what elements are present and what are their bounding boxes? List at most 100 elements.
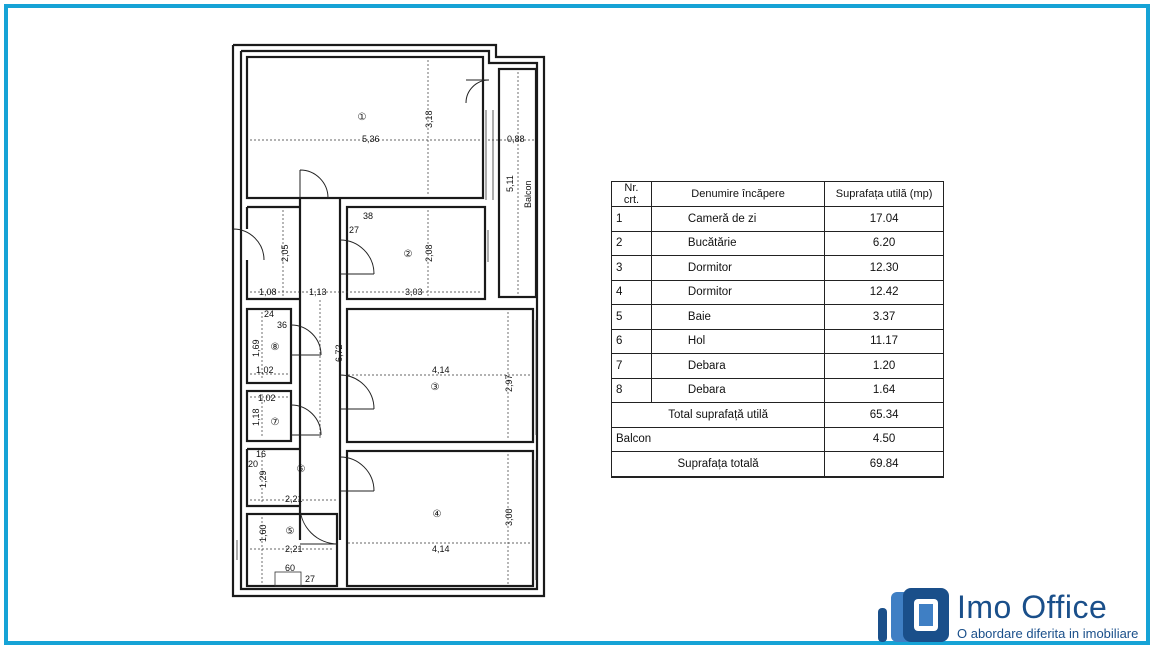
room-markers: ① ② ③ ④ ⑤ ⑥ ⑦ ⑧ — [271, 112, 442, 537]
logo-title: Imo Office — [957, 589, 1108, 625]
balcony-row: Balcon 4.50 — [610, 426, 944, 452]
row-nr: 7 — [611, 353, 652, 379]
dim-r8-b: 36 — [277, 320, 287, 330]
dim-corr-len: 6,72 — [334, 344, 344, 362]
dim-r5-b: 27 — [305, 574, 315, 584]
table-row: 3 Dormitor 12.30 — [611, 255, 944, 281]
table-row: 5 Baie 3.37 — [611, 304, 944, 330]
table-row: 1 Cameră de zi 17.04 — [611, 206, 944, 232]
table-row: 7 Debara 1.20 — [611, 353, 944, 379]
table-row: 8 Debara 1.64 — [611, 377, 944, 403]
row-area: 1.20 — [824, 353, 944, 379]
row-area: 17.04 — [824, 206, 944, 232]
row-nr: 2 — [611, 230, 652, 256]
room-4-number: ④ — [433, 509, 442, 520]
row-area: 1.64 — [824, 377, 944, 403]
row-name: Dormitor — [650, 255, 826, 281]
row-area: 12.30 — [824, 255, 944, 281]
outer-walls — [231, 43, 546, 598]
row-name: Debara — [650, 377, 826, 403]
total-label: Total suprafață utilă — [610, 402, 826, 428]
row-nr: 6 — [611, 328, 652, 354]
grand-total-row: Suprafața totală 69.84 — [610, 451, 944, 478]
row-nr: 1 — [611, 206, 652, 232]
logo-subtitle: O abordare diferita in imobiliare — [957, 626, 1139, 641]
room-6-number: ⑥ — [297, 464, 306, 475]
row-area: 3.37 — [824, 304, 944, 330]
dim-r4-h: 3,00 — [504, 508, 514, 526]
balcony-row-value: 4.50 — [824, 426, 944, 452]
dim-hall-h: 2,05 — [280, 244, 290, 262]
header-name: Denumire încăpere — [650, 181, 826, 207]
row-nr: 3 — [611, 255, 652, 281]
row-name: Debara — [650, 353, 826, 379]
row-nr: 8 — [611, 377, 652, 403]
dimension-lines — [250, 60, 536, 584]
room-1-number: ① — [358, 112, 367, 123]
dim-balc-h: 5,11 — [505, 175, 515, 192]
room-7-number: ⑦ — [271, 417, 280, 428]
room-2-number: ② — [404, 249, 413, 260]
row-area: 12.42 — [824, 279, 944, 305]
dim-r8-h: 1,69 — [251, 339, 261, 357]
header-area: Suprafața utilă (mp) — [824, 181, 944, 207]
total-value: 65.34 — [824, 402, 944, 428]
door-swings — [232, 79, 490, 545]
room-1-walls — [245, 55, 485, 200]
row-nr: 4 — [611, 279, 652, 305]
dim-r3-h: 2,97 — [504, 374, 514, 392]
dim-r7-w: 1,02 — [258, 393, 276, 403]
room-5-number: ⑤ — [286, 526, 295, 537]
area-table: Nr. crt. Denumire încăpere Suprafața uti… — [610, 181, 944, 478]
dim-r5-w: 2,21 — [285, 544, 303, 554]
dim-hall-w2: 1,13 — [309, 287, 327, 297]
row-name: Dormitor — [650, 279, 826, 305]
dim-r3-w: 4,14 — [432, 365, 450, 375]
blue-frame — [4, 4, 1150, 645]
dim-r7-h: 1,18 — [251, 408, 261, 426]
dim-r1-w: 5,36 — [362, 134, 380, 144]
room-3-number: ③ — [431, 382, 440, 393]
table-row: 2 Bucătărie 6.20 — [611, 230, 944, 256]
imo-office-logo-icon — [878, 588, 949, 642]
total-row: Total suprafață utilă 65.34 — [610, 402, 944, 428]
dim-r5-a: 60 — [285, 563, 295, 573]
dim-balc-w: 0,88 — [507, 134, 525, 144]
dim-r1-h: 3,18 — [424, 110, 434, 128]
row-name: Baie — [650, 304, 826, 330]
header-nr: Nr. crt. — [611, 181, 652, 207]
row-area: 11.17 — [824, 328, 944, 354]
dim-hall-w1: 1,08 — [259, 287, 277, 297]
dim-r6-a: 16 — [256, 449, 266, 459]
balcony-label: Balcon — [523, 180, 533, 208]
dim-r2-w: 3,03 — [405, 287, 423, 297]
grand-total-value: 69.84 — [824, 451, 944, 478]
dim-r5-h: 1,60 — [258, 524, 268, 542]
balcony-row-label: Balcon — [610, 426, 826, 452]
room-8-walls — [245, 307, 293, 385]
row-name: Cameră de zi — [650, 206, 826, 232]
room-7-walls — [245, 389, 293, 443]
table-row: 6 Hol 11.17 — [611, 328, 944, 354]
row-name: Hol — [650, 328, 826, 354]
dim-r6-b: 20 — [248, 459, 258, 469]
dimension-labels: 5,36 3,18 0,88 5,11 Balcon 38 27 2,08 2,… — [248, 110, 533, 584]
row-area: 6.20 — [824, 230, 944, 256]
table-row: 4 Dormitor 12.42 — [611, 279, 944, 305]
grand-total-label: Suprafața totală — [610, 451, 826, 478]
row-name: Bucătărie — [650, 230, 826, 256]
dim-r2-a: 38 — [363, 211, 373, 221]
row-nr: 5 — [611, 304, 652, 330]
dim-r2-b: 27 — [349, 225, 359, 235]
balcony-walls — [497, 67, 538, 299]
dim-r2-h: 2,08 — [424, 244, 434, 262]
room-4-walls — [345, 449, 535, 588]
dim-r8-w: 1,02 — [256, 365, 274, 375]
dim-r4-w: 4,14 — [432, 544, 450, 554]
dim-r6-w: 2,21 — [285, 494, 303, 504]
room-2-walls — [345, 205, 487, 301]
room-8-number: ⑧ — [271, 342, 280, 353]
dim-r8-a: 24 — [264, 309, 274, 319]
table-header-row: Nr. crt. Denumire încăpere Suprafața uti… — [611, 181, 944, 207]
